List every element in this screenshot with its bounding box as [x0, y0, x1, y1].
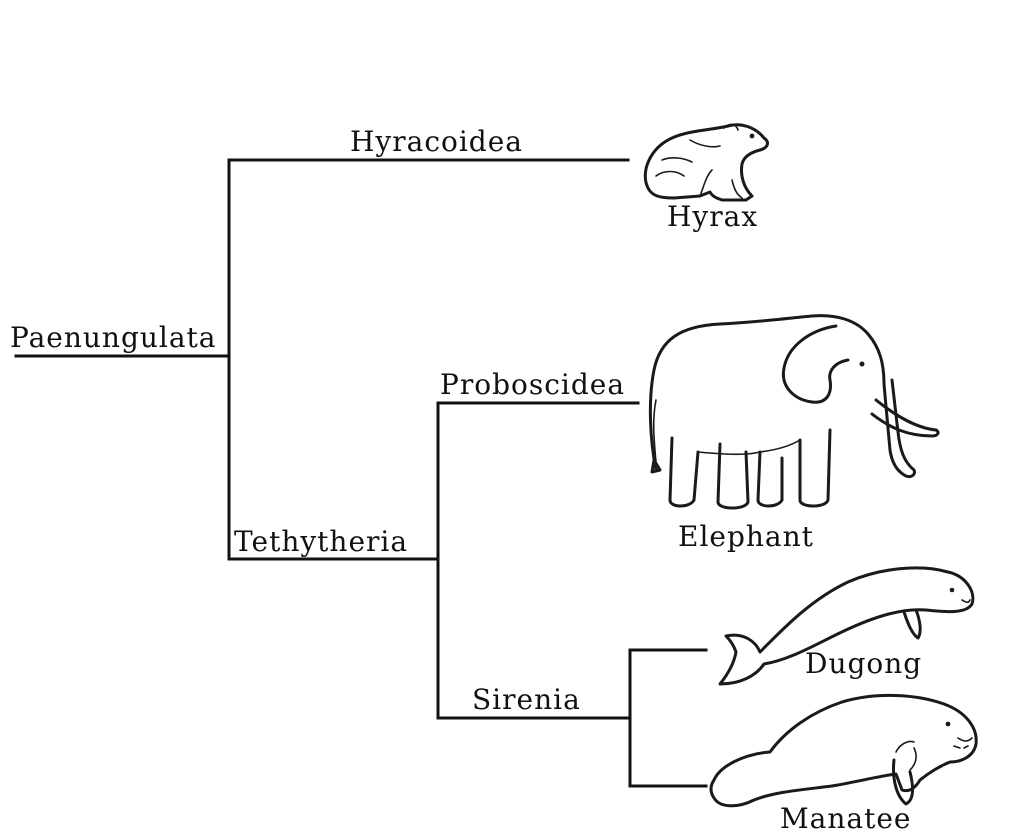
tree-labels: Paenungulata Hyracoidea Tethytheria Prob… [10, 125, 922, 835]
manatee-icon [709, 693, 978, 808]
label-paenungulata: Paenungulata [10, 321, 217, 354]
label-manatee: Manatee [780, 802, 911, 835]
label-hyrax: Hyrax [667, 200, 758, 233]
label-hyracoidea: Hyracoidea [350, 125, 523, 158]
label-elephant: Elephant [678, 520, 814, 553]
label-dugong: Dugong [805, 647, 922, 680]
label-tethytheria: Tethytheria [234, 525, 408, 558]
label-proboscidea: Proboscidea [440, 368, 625, 401]
label-sirenia: Sirenia [472, 683, 581, 716]
tree-branches [14, 158, 708, 788]
hyrax-icon [643, 123, 769, 202]
dugong-icon [718, 566, 975, 686]
elephant-icon [648, 314, 940, 510]
